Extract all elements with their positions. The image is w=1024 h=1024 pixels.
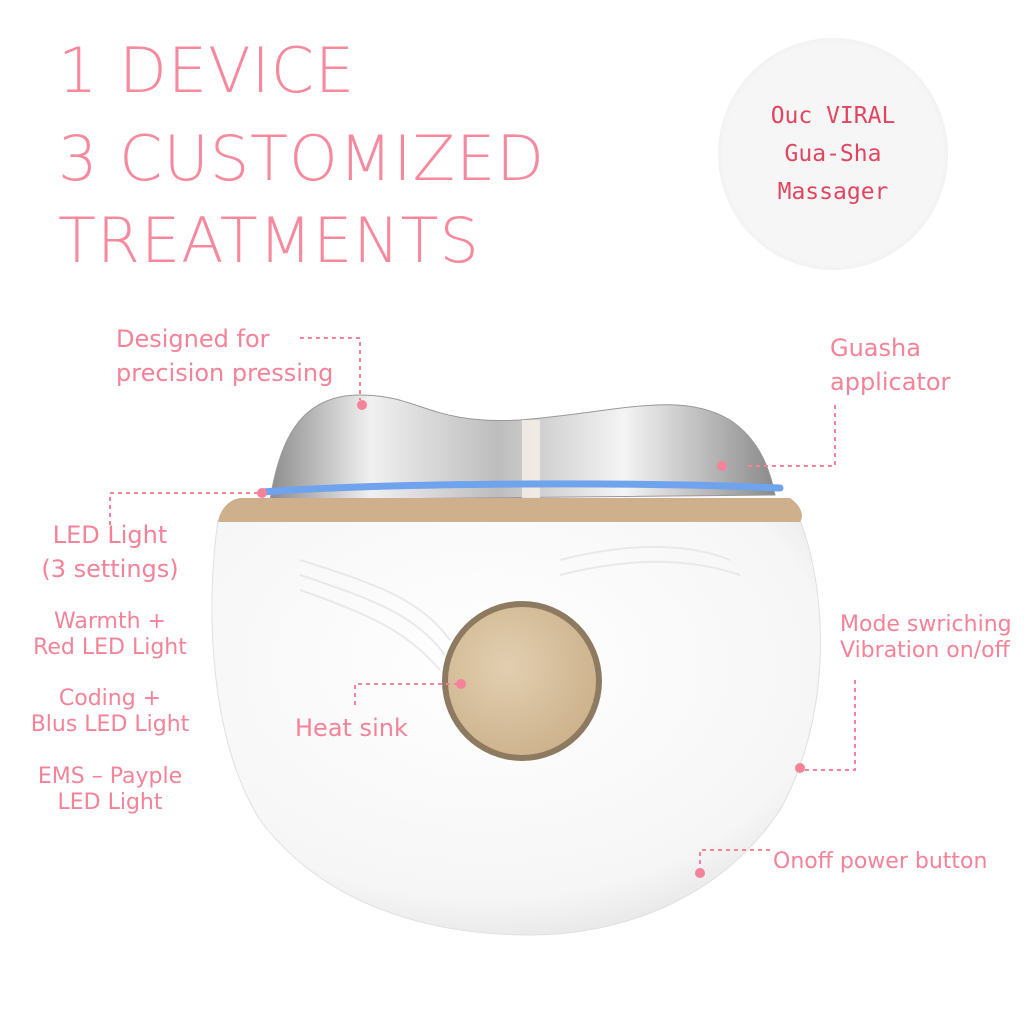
led-setting-text: Warmth + xyxy=(54,609,166,634)
callout-dot xyxy=(456,679,466,689)
badge-line-1: Ouc VIRAL xyxy=(770,103,896,129)
headline-line-2: 3 CUSTOMIZED xyxy=(58,122,546,195)
led-setting-3: EMS – Payple LED Light xyxy=(20,764,200,816)
callout-guasha: Guasha applicator xyxy=(830,331,950,399)
gold-band xyxy=(218,498,802,522)
callout-led: LED Light (3 settings) xyxy=(40,518,180,586)
body-grooves xyxy=(299,545,741,671)
callout-mode: Mode swriching Vibration on/off xyxy=(840,612,1012,664)
led-setting-2: Coding + Blus LED Light xyxy=(20,686,200,738)
badge-line-2: Gua-Sha xyxy=(784,141,882,167)
callout-text: Vibration on/off xyxy=(840,638,1010,663)
led-setting-text: Blus LED Light xyxy=(30,712,190,737)
callout-dot xyxy=(695,868,705,878)
callout-text: Designed for xyxy=(116,325,270,353)
leader-lines xyxy=(109,337,856,872)
callout-text: (3 settings) xyxy=(41,555,179,583)
callout-text: Mode swriching xyxy=(840,612,1012,637)
callout-dot xyxy=(257,488,267,498)
callout-text: precision pressing xyxy=(116,359,334,387)
callout-dot xyxy=(357,400,367,410)
callout-text: applicator xyxy=(830,368,951,396)
center-seam xyxy=(522,420,540,500)
callout-heat-sink: Heat sink xyxy=(295,714,408,742)
callout-power: Onoff power button xyxy=(773,849,988,874)
led-setting-1: Warmth + Red LED Light xyxy=(20,609,200,661)
callout-dot xyxy=(795,763,805,773)
led-setting-text: LED Light xyxy=(57,790,163,815)
heat-sink xyxy=(448,607,596,755)
led-setting-text: EMS – Payple xyxy=(37,764,183,789)
callout-text: LED Light xyxy=(52,521,168,549)
badge-line-3: Massager xyxy=(777,179,889,205)
led-setting-text: Coding + xyxy=(58,686,162,711)
headline-line-1: 1 DEVICE xyxy=(58,34,356,107)
led-ring xyxy=(258,480,784,496)
headline-line-3: TREATMENTS xyxy=(58,204,480,277)
callout-precision: Designed for precision pressing xyxy=(116,322,333,390)
callout-dot xyxy=(717,461,727,471)
callout-text: Guasha xyxy=(830,334,921,362)
product-badge: Ouc VIRAL Gua-Sha Massager xyxy=(718,38,948,270)
led-setting-text: Red LED Light xyxy=(33,635,187,660)
